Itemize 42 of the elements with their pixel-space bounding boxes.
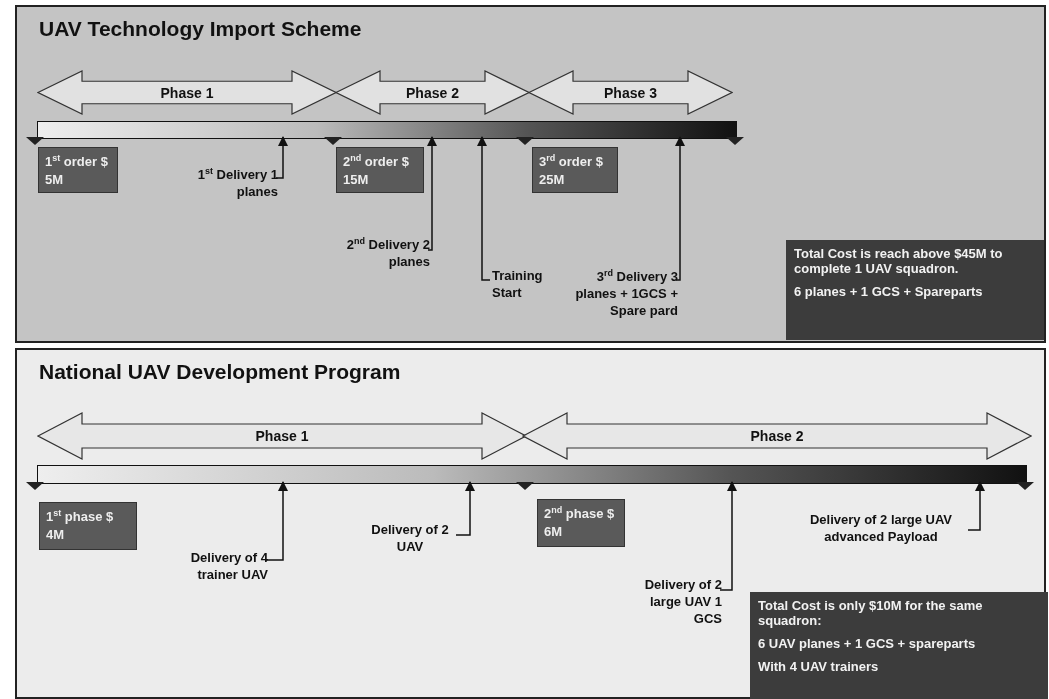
phase-band: [522, 412, 1032, 460]
arrow: [275, 135, 289, 179]
phase-band: [335, 70, 530, 115]
cost-box: 3$^{rd}$ order $ 25M: [532, 147, 618, 193]
timeline-bar: [37, 121, 737, 139]
phase-label: Phase 1: [255, 428, 309, 444]
arrow: [265, 480, 289, 561]
cost-box: 2$^{nd}$ order $ 15M: [336, 147, 424, 193]
phase-label: Phase 1: [160, 84, 214, 101]
phase-label: Phase 2: [406, 84, 459, 101]
cost-box: 1$^{st}$ order $ 5M: [38, 147, 118, 193]
panel-title: UAV Technology Import Scheme: [39, 17, 362, 41]
note-text: Total Cost is only $10M for the same squadron:: [758, 598, 984, 628]
delivery-label: Delivery of 2 large UAV advanced Payload: [792, 512, 970, 554]
delivery-label: 1$^{st}$ Delivery 1 planes: [182, 166, 278, 206]
delivery-label: 2$^{nd}$ Delivery 2 planes: [332, 236, 430, 276]
arrow: [426, 135, 438, 251]
delivery-label: Training Start: [492, 268, 552, 308]
note-text: 6 planes + 1 GCS + Spareparts: [794, 284, 984, 299]
delivery-label: Delivery of 2 UAV: [362, 522, 458, 562]
delivery-label: Delivery of 4 trainer UAV: [172, 550, 268, 608]
timeline-panel: [15, 348, 1046, 699]
panel-title: National UAV Development Program: [39, 360, 401, 384]
arrow: [476, 135, 491, 281]
phase-band: [37, 412, 527, 460]
phase-band: [528, 70, 733, 115]
cost-box: 1$^{st}$ phase $ 4M: [39, 502, 137, 550]
timeline-bar: [37, 465, 1027, 484]
summary-box: [786, 240, 1044, 340]
summary-box: [750, 592, 1048, 699]
note-text: Total Cost is reach above $45M to complete 1 UAV squadron.: [794, 246, 1004, 276]
arrow: [455, 480, 476, 536]
timeline-panel: [15, 5, 1046, 343]
note-text: With 4 UAV trainers: [758, 659, 880, 674]
phase-label: Phase 2: [750, 428, 804, 444]
phase-band: [37, 70, 337, 115]
note-text: 6 UAV planes + 1 GCS + spareparts: [758, 636, 977, 651]
arrow: [719, 480, 738, 591]
delivery-label: Delivery of 2 large UAV 1 GCS: [622, 577, 722, 635]
cost-box: 2$^{nd}$ phase $ 6M: [537, 499, 625, 547]
phase-label: Phase 3: [604, 84, 657, 101]
delivery-label: 3$^{rd}$ Delivery 3 planes + 1GCS + Spare pard: [574, 268, 678, 342]
